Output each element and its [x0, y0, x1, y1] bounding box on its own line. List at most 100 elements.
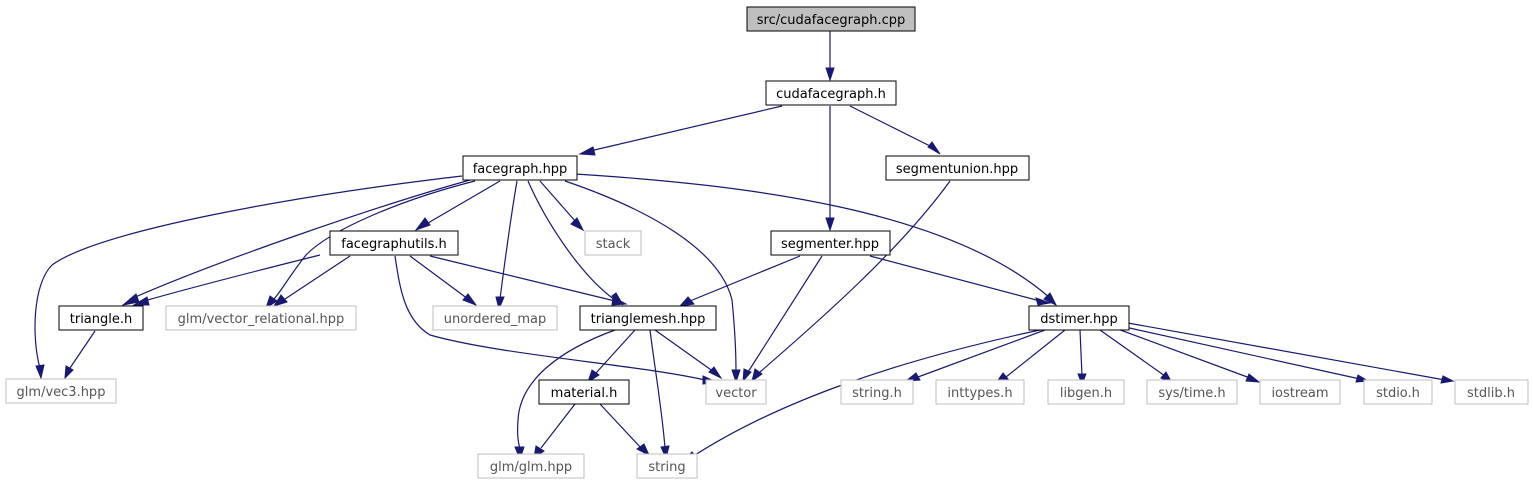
dependency-edges — [34, 31, 1446, 458]
arrowhead — [1440, 375, 1455, 384]
node-cudafacegraph-h[interactable]: cudafacegraph.h — [765, 80, 897, 106]
node-facegraphutils-h[interactable]: facegraphutils.h — [329, 230, 459, 256]
node-material-h[interactable]: material.h — [538, 379, 630, 405]
arrowhead — [1245, 373, 1261, 383]
node-string-h[interactable]: string.h — [840, 379, 914, 405]
node-segmenter-hpp[interactable]: segmenter.hpp — [770, 230, 891, 256]
node-label: dstimer.hpp — [1040, 312, 1117, 327]
node-label: vector — [715, 386, 757, 401]
node-root[interactable]: src/cudafacegraph.cpp — [746, 6, 916, 32]
edge-trianglemesh-string — [649, 329, 666, 449]
node-label: stdlib.h — [1467, 386, 1515, 401]
arrowhead — [132, 296, 150, 306]
edge-trianglemesh-material — [595, 329, 636, 374]
node-label: inttypes.h — [947, 386, 1012, 401]
node-label: iostream — [1271, 386, 1328, 401]
edge-trianglemesh-glm — [517, 329, 616, 450]
edge-material-string — [599, 403, 643, 450]
arrowhead — [1035, 297, 1052, 306]
node-iostream[interactable]: iostream — [1259, 379, 1341, 405]
node-triangle-h[interactable]: triangle.h — [58, 305, 144, 331]
node-label: triangle.h — [70, 312, 133, 327]
edge-dstimer-string-h — [917, 329, 1046, 378]
edge-dstimer-systime — [1099, 329, 1166, 377]
node-glm-vec3-hpp[interactable]: glm/vec3.hpp — [5, 378, 117, 404]
arrowhead — [495, 296, 505, 311]
node-label: libgen.h — [1060, 386, 1112, 401]
edge-facegraph-unordered-map — [499, 180, 518, 300]
node-label: material.h — [551, 386, 618, 401]
edge-facegraphutils-vector — [394, 255, 706, 381]
edge-cudafacegraph-facegraph — [589, 105, 783, 152]
edge-facegraph-dstimer — [574, 173, 1051, 299]
node-dstimer-hpp[interactable]: dstimer.hpp — [1028, 305, 1130, 331]
node-stdlib-h[interactable]: stdlib.h — [1454, 379, 1529, 405]
edge-facegraph-vector-relational — [273, 180, 476, 300]
arrowhead — [678, 296, 695, 307]
edge-dstimer-inttypes — [1005, 329, 1066, 378]
arrowhead — [731, 369, 741, 384]
node-label: cudafacegraph.h — [776, 87, 886, 102]
node-label: src/cudafacegraph.cpp — [757, 13, 906, 28]
node-segmentunion-hpp[interactable]: segmentunion.hpp — [885, 155, 1030, 181]
edge-material-glm — [540, 403, 576, 449]
node-stdio-h[interactable]: stdio.h — [1363, 379, 1433, 405]
node-unordered-map[interactable]: unordered_map — [432, 305, 558, 331]
arrowhead — [265, 295, 278, 310]
node-glm-vector-relational-hpp[interactable]: glm/vector_relational.hpp — [165, 305, 357, 331]
node-stack[interactable]: stack — [584, 230, 642, 256]
node-label: glm/vector_relational.hpp — [178, 312, 345, 327]
arrowhead — [1077, 373, 1087, 386]
node-label: string — [648, 460, 685, 475]
arrowhead — [1043, 292, 1058, 307]
arrowhead — [611, 296, 628, 306]
node-label: facegraphutils.h — [341, 237, 446, 252]
node-glm-glm-hpp[interactable]: glm/glm.hpp — [477, 453, 585, 479]
edge-facegraph-triangle — [132, 179, 471, 299]
edge-facegraphutils-trianglemesh — [429, 255, 616, 302]
arrowhead — [708, 366, 723, 380]
node-label: segmenter.hpp — [781, 237, 879, 252]
edge-facegraph-facegraphutils — [427, 180, 501, 224]
edge-dstimer-libgen — [1079, 329, 1083, 377]
arrowhead — [825, 67, 835, 82]
node-label: trianglemesh.hpp — [591, 312, 706, 327]
edge-cudafacegraph-segmentunion — [849, 105, 933, 148]
arrowhead — [64, 365, 74, 380]
node-string[interactable]: string — [636, 453, 698, 479]
arrowhead — [35, 364, 45, 380]
edge-facegraphutils-vector-relational — [284, 255, 351, 300]
arrowhead — [751, 368, 763, 383]
arrowhead — [414, 217, 431, 232]
node-libgen-h[interactable]: libgen.h — [1047, 379, 1125, 405]
node-label: glm/glm.hpp — [490, 460, 572, 475]
edge-trianglemesh-vector — [654, 329, 715, 373]
arrowhead — [272, 294, 288, 307]
node-trianglemesh-hpp[interactable]: trianglemesh.hpp — [579, 305, 717, 331]
node-label: stdio.h — [1376, 386, 1420, 401]
arrowhead — [514, 446, 525, 461]
node-label: string.h — [852, 386, 902, 401]
arrowhead — [660, 445, 670, 460]
arrowhead — [825, 217, 835, 232]
node-label: glm/vec3.hpp — [17, 385, 106, 400]
node-vector[interactable]: vector — [705, 379, 767, 405]
node-sys-time-h[interactable]: sys/time.h — [1146, 379, 1238, 405]
arrowhead — [121, 293, 140, 306]
edge-facegraph-vec3 — [34, 175, 463, 369]
arrowhead — [578, 146, 596, 156]
edge-facegraph-vector — [564, 180, 737, 373]
arrowhead — [462, 293, 478, 307]
edge-facegraph-stack — [539, 180, 577, 223]
arrowhead — [636, 443, 651, 457]
edge-segmentunion-vector — [759, 180, 951, 373]
node-facegraph-hpp[interactable]: facegraph.hpp — [462, 155, 578, 181]
edge-segmenter-dstimer — [869, 255, 1041, 302]
node-label: facegraph.hpp — [473, 162, 568, 177]
edge-segmenter-trianglemesh — [689, 255, 801, 302]
edge-dstimer-stdlib — [1127, 322, 1446, 381]
node-inttypes-h[interactable]: inttypes.h — [935, 379, 1025, 405]
arrowhead — [927, 141, 941, 155]
edge-dstimer-iostream — [1114, 327, 1251, 379]
